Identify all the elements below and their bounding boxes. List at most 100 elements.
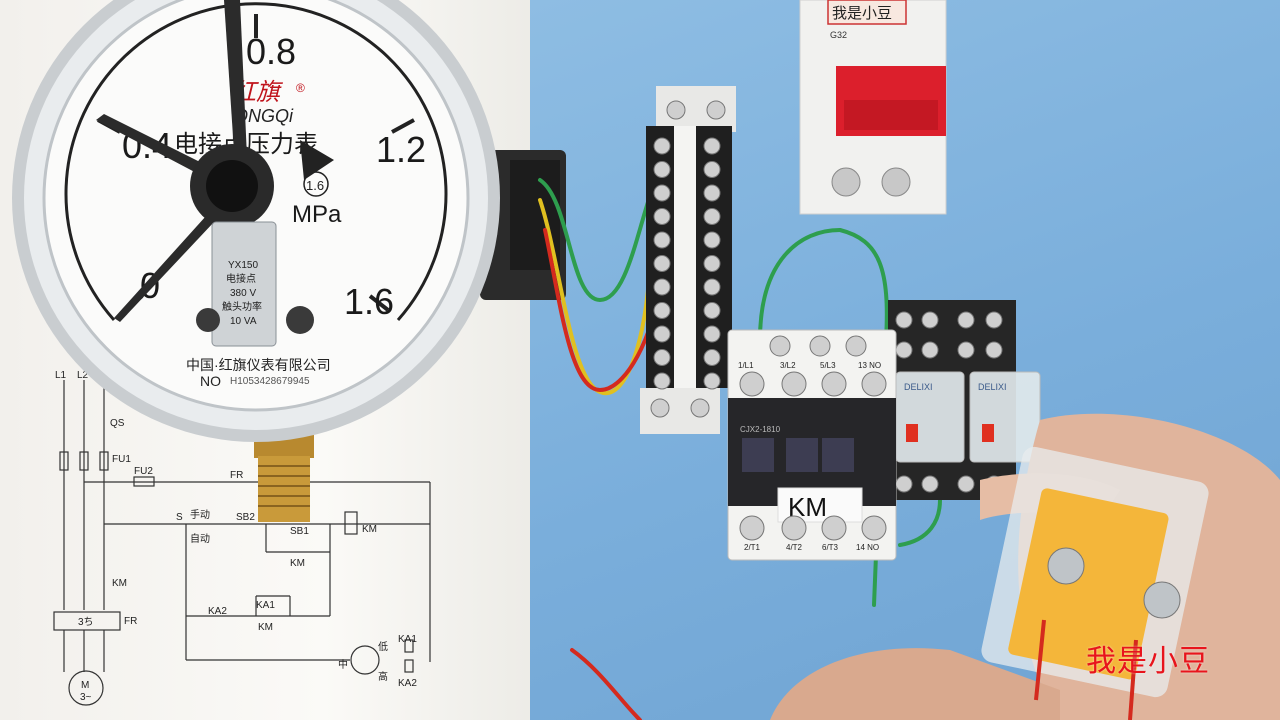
gauge-high-setpoint-needle — [300, 140, 334, 180]
relay-base-screw — [957, 475, 975, 493]
schematic-label: FU1 — [112, 454, 131, 465]
contactor-top-terminal: 5/L3 — [820, 361, 836, 370]
terminal-screw — [690, 398, 710, 418]
gauge-scale-label: 0.8 — [246, 31, 296, 72]
contactor-screw — [821, 515, 847, 541]
breaker-model: G32 — [830, 30, 847, 40]
schematic-label: KA2 — [208, 606, 227, 617]
nameplate-model: YX150 — [228, 260, 258, 271]
wire-green — [538, 168, 662, 303]
relay-base-screw — [921, 311, 939, 329]
relay-base-screw — [921, 475, 939, 493]
gauge-accuracy-class: 1.6 — [306, 178, 324, 193]
schematic-label: FR — [230, 470, 243, 481]
relay-base-screw — [957, 311, 975, 329]
contactor-screw — [821, 371, 847, 397]
schematic-label: KM — [112, 578, 127, 589]
contactor-bottom-terminal: 6/T3 — [822, 543, 839, 552]
relay-brand: DELIXI — [904, 382, 933, 392]
contactor-screw — [769, 335, 791, 357]
contactor-top-terminal: 13 NO — [858, 361, 881, 370]
gauge-brand-mark: ® — [296, 81, 305, 95]
terminal-screw — [706, 100, 726, 120]
gauge-unit: MPa — [292, 201, 342, 228]
schematic-label: KM — [258, 622, 273, 633]
contactor-bottom-terminal: 4/T2 — [786, 543, 803, 552]
schematic-label: L2 — [77, 370, 89, 381]
nameplate-type: 电接点 — [226, 272, 256, 285]
schematic-label: KM — [362, 524, 377, 535]
gauge-scale-labels: 0 0.4 0.8 1.2 1.6 — [122, 31, 426, 322]
gauge-nameplate-text: YX150 电接点 380 V 触头功率 10 VA — [222, 260, 262, 327]
wire-green — [898, 498, 942, 547]
wire-green — [872, 553, 878, 607]
schematic-label: M — [81, 680, 89, 691]
contactor-screw — [861, 515, 887, 541]
terminal-screw — [653, 349, 671, 366]
breaker-handwritten-label: 我是小豆 — [832, 5, 892, 22]
schematic-label: KA1 — [398, 634, 417, 645]
breaker-terminal-screw — [831, 167, 861, 197]
terminal-screw — [653, 278, 671, 296]
relay-bases: DELIXI DELIXI — [888, 300, 1041, 500]
schematic-label: L1 — [55, 370, 67, 381]
terminal-screw — [703, 184, 721, 202]
relay-base-screw — [895, 341, 913, 359]
contactor-screw — [845, 335, 867, 357]
schematic-label: FR — [124, 616, 137, 627]
schematic-label: S — [176, 512, 183, 523]
nameplate-voltage: 380 V — [230, 288, 256, 299]
wire-green — [838, 228, 889, 342]
schematic-label: 自动 — [190, 532, 210, 545]
gauge-screw — [196, 308, 220, 332]
terminal-screw — [650, 398, 670, 418]
circuit-schematic — [53, 380, 431, 706]
terminal-block-screws — [650, 100, 726, 418]
gauge-scale-label: 1.2 — [376, 129, 426, 170]
schematic-label: SB2 — [236, 512, 255, 523]
gauge-low-setpoint-needle — [96, 114, 212, 178]
watermark-text: 我是小豆 — [1086, 644, 1210, 679]
terminal-screw — [653, 184, 671, 202]
schematic-label: SB1 — [290, 526, 309, 537]
schematic-label: 3~ — [80, 692, 92, 703]
breaker-terminal-screw — [881, 167, 911, 197]
contactor-km: CJX2-1810 KM 1/L1 3/L2 5/L3 13 NO 2/T1 4… — [727, 329, 897, 561]
schematic-label: QS — [110, 418, 125, 429]
terminal-screw — [653, 137, 671, 155]
relay-base-screw — [895, 311, 913, 329]
terminal-screw — [703, 349, 721, 366]
terminal-screw — [703, 161, 721, 178]
terminal-screw — [703, 302, 721, 319]
hand-holding-relay — [770, 413, 1280, 720]
contactor-model: CJX2-1810 — [740, 425, 781, 434]
schematic-label: 手动 — [190, 508, 210, 521]
circuit-breaker: 我是小豆 G32 — [799, 0, 947, 215]
contactor-bottom-terminal: 14 NO — [856, 543, 879, 552]
schematic-label: 高 — [378, 670, 388, 683]
contactor-screw — [739, 515, 765, 541]
relay-base-screw — [921, 341, 939, 359]
terminal-screw — [703, 325, 721, 343]
contactor-bottom-terminal: 2/T1 — [744, 543, 761, 552]
contactor-screw — [861, 371, 887, 397]
schematic-label: KA1 — [256, 600, 275, 611]
gauge-zero-needle — [114, 216, 214, 322]
contactor-top-terminal: 3/L2 — [780, 361, 796, 370]
pressure-gauge: 0 0.4 0.8 1.2 1.6 红旗 ® ONGQi 电接点压力表 1.6 … — [12, 0, 566, 522]
terminal-screw — [653, 161, 671, 178]
relay-brand: DELIXI — [978, 382, 1007, 392]
relay-base-screw — [895, 475, 913, 493]
terminal-screw — [653, 372, 671, 390]
terminal-screw — [703, 372, 721, 390]
relay-base-screw — [985, 311, 1003, 329]
gauge-serial-label: NO — [200, 373, 221, 389]
terminal-screw — [653, 208, 671, 225]
schematic-labels: L1 L2 L3 QS FU1 FU2 FR S 手动 自动 SB2 SB1 K… — [55, 370, 417, 703]
contactor-screw — [781, 515, 807, 541]
contactor-top-terminal: 1/L1 — [738, 361, 754, 370]
gauge-serial-number: H1053428679945 — [230, 376, 310, 387]
gauge-scale-label: 1.6 — [344, 281, 394, 322]
terminal-screw — [703, 255, 721, 272]
